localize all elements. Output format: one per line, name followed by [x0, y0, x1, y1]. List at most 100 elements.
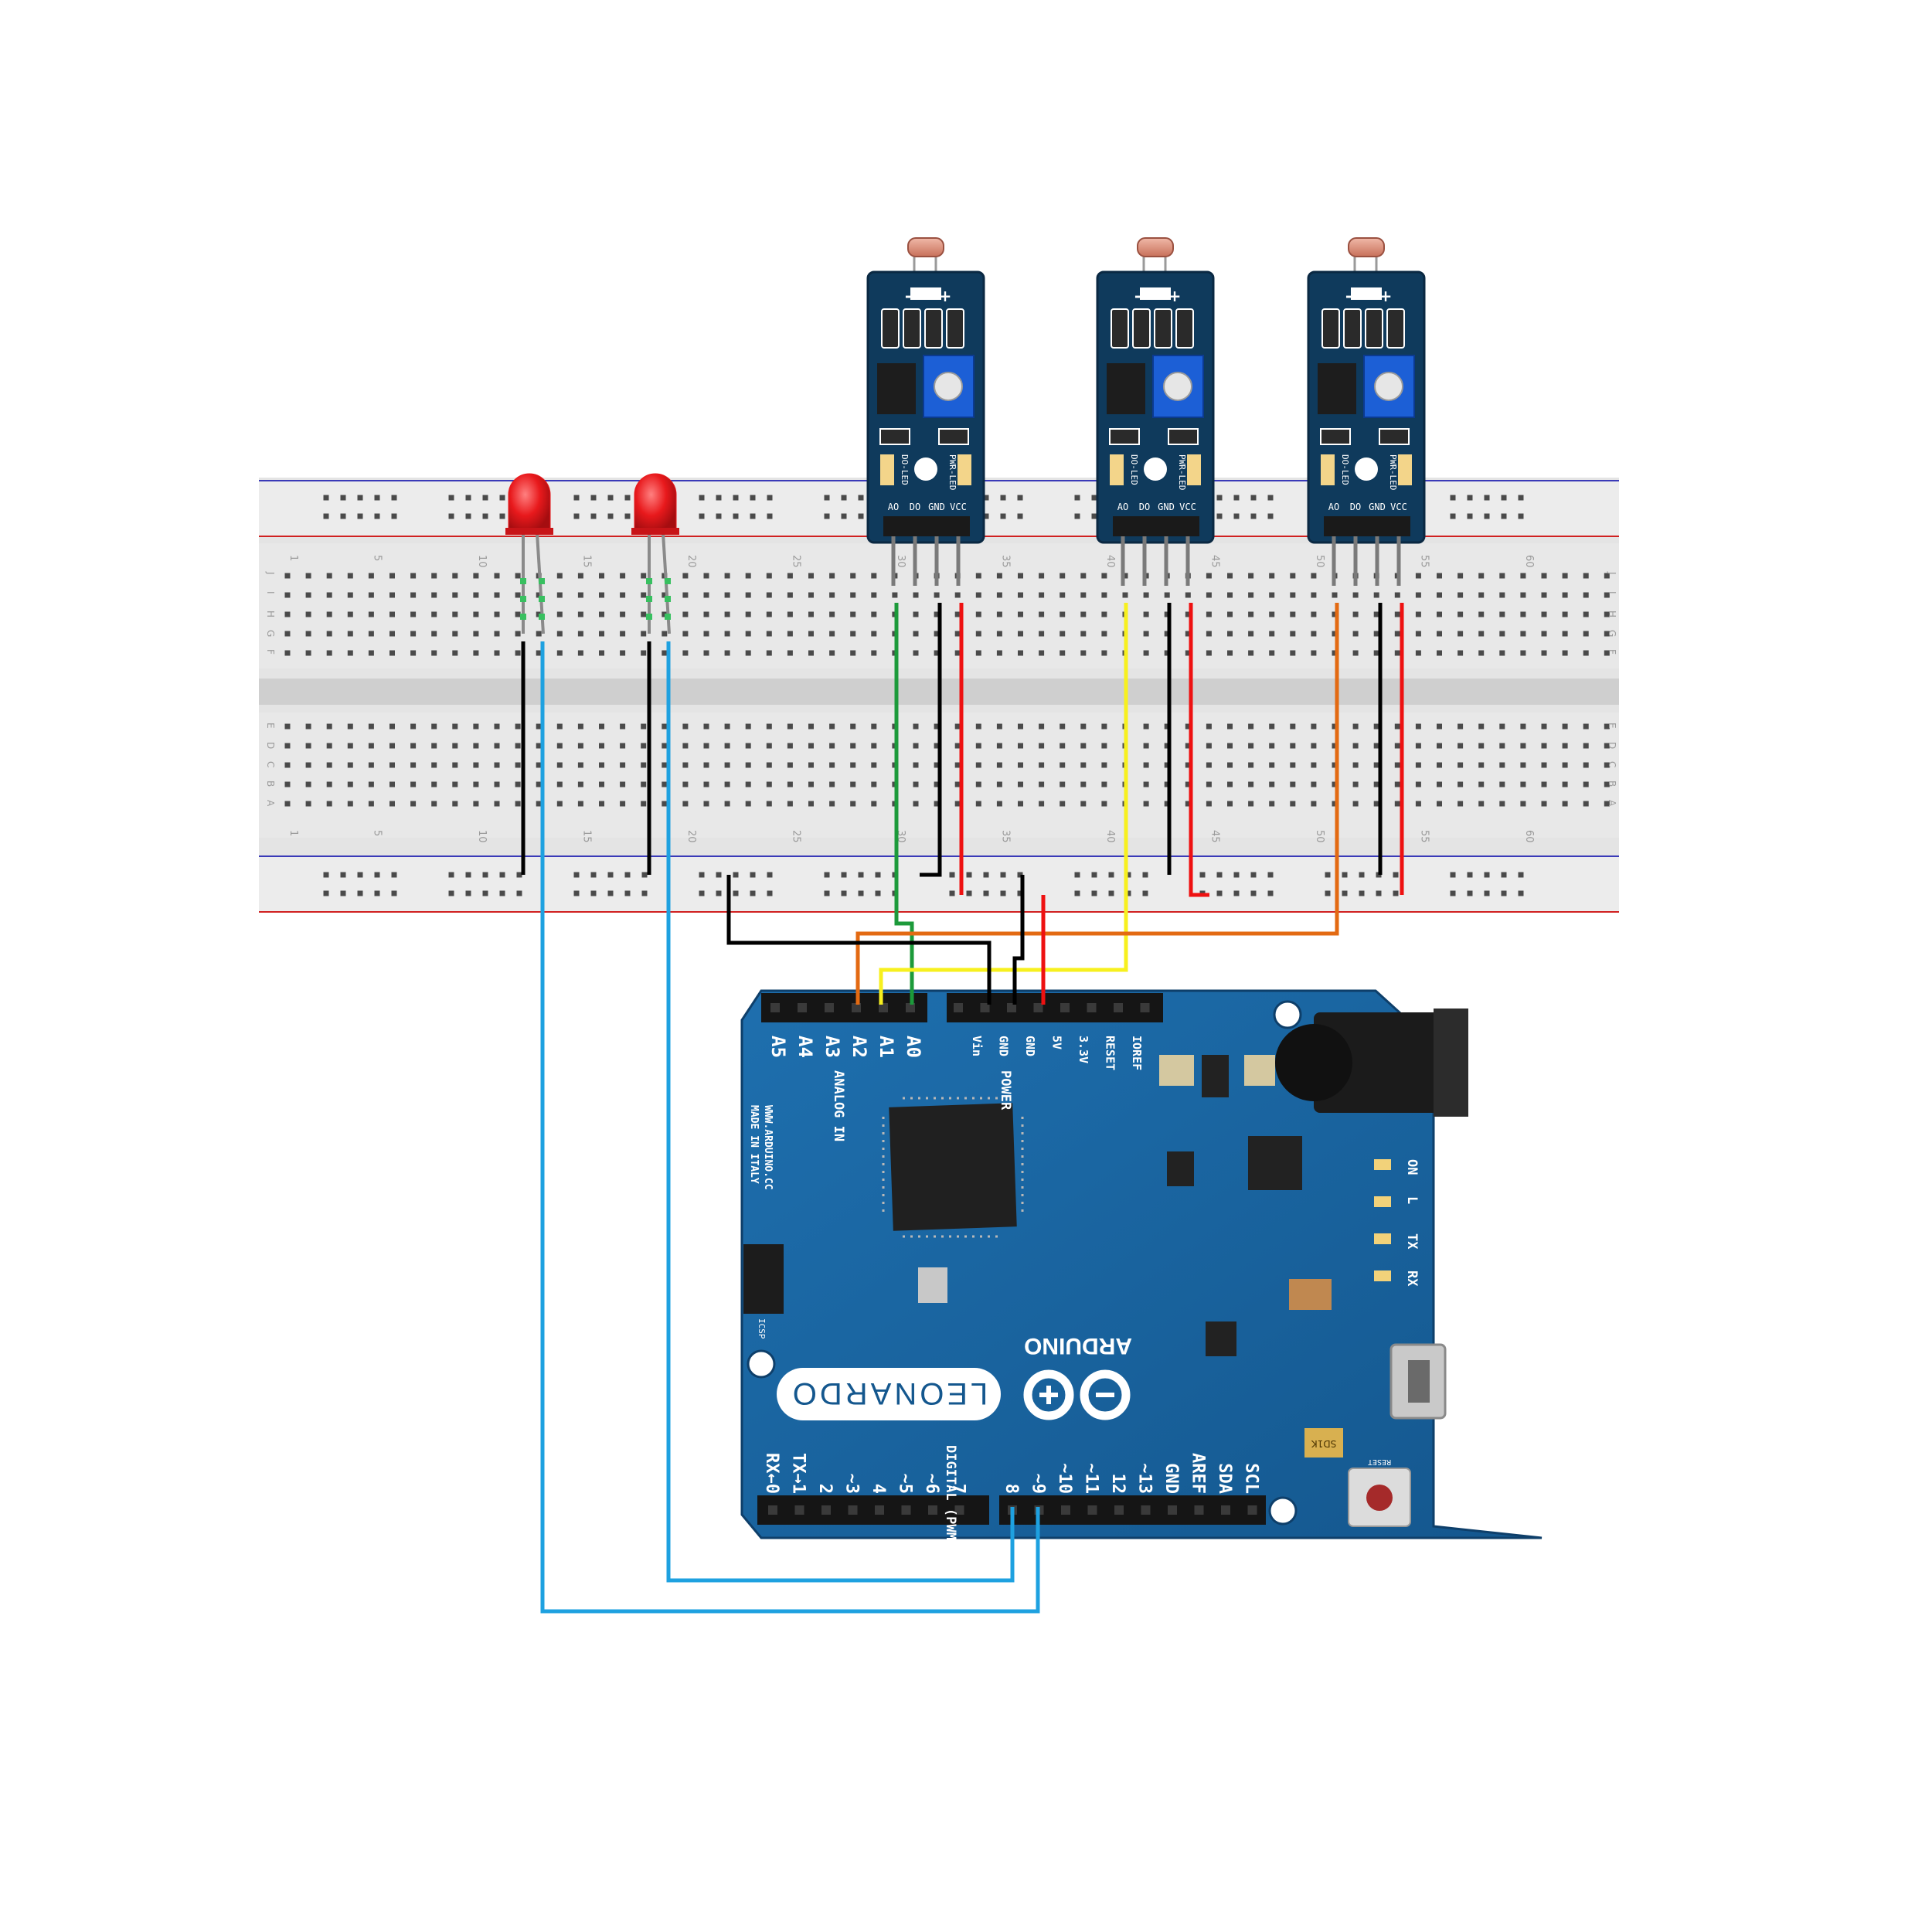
power-pin-label: Vin — [970, 1036, 984, 1056]
made-in-label: MADE IN ITALY — [748, 1105, 760, 1184]
atmega32u4-chip — [889, 1103, 1017, 1231]
power-led-label: PWR-LED — [1177, 454, 1187, 490]
digital-pin-label: GND — [1162, 1463, 1181, 1494]
power-header-strip — [947, 993, 1163, 1022]
potentiometer-knob — [1163, 372, 1192, 401]
reset-label: RESET — [1368, 1458, 1391, 1466]
arduino-logo-icon — [1023, 1369, 1131, 1420]
digital-pin-label: ~13 — [1135, 1463, 1155, 1494]
column-number-top: 45 — [1209, 555, 1220, 568]
photoresistor-icon — [1137, 237, 1174, 257]
led-dome — [634, 473, 677, 534]
voltage-regulator — [1248, 1136, 1302, 1190]
smd-resistor — [924, 308, 943, 349]
smd-led-pad — [1379, 428, 1410, 445]
crystal-oscillator — [1304, 1428, 1343, 1458]
status-led-label: L — [1404, 1196, 1420, 1204]
dc-power-jack — [1314, 1012, 1461, 1113]
module-mounting-hole — [914, 457, 937, 481]
row-letter-left: E — [265, 723, 276, 729]
power-pin-label: GND — [1023, 1036, 1037, 1056]
row-letter-left: A — [265, 800, 276, 807]
led-connection-marker — [520, 578, 526, 584]
row-letter-right: F — [1607, 649, 1617, 655]
digital-pin-label: ~6 — [922, 1474, 941, 1495]
silk-minus: - — [1345, 287, 1352, 305]
module1-analog-wire — [894, 603, 914, 1005]
row-letter-left: F — [265, 649, 276, 655]
power-pin-label: IOREF — [1130, 1036, 1144, 1070]
red-led — [631, 473, 679, 634]
digital-pin-label: 2 — [815, 1484, 835, 1494]
module-pin-label: VCC — [1390, 502, 1407, 512]
module-pin-label: DO — [910, 502, 920, 512]
row-letter-left: H — [265, 611, 276, 617]
status-led-label: RX — [1404, 1270, 1420, 1287]
status-led-label: ON — [1404, 1159, 1420, 1175]
column-number-top: 5 — [371, 555, 383, 561]
row-letter-left: B — [265, 781, 276, 787]
small-ic — [1206, 1321, 1236, 1356]
smd-resistor — [1321, 308, 1340, 349]
power-led — [957, 454, 971, 485]
column-number-top: 35 — [999, 555, 1011, 568]
row-letter-left: I — [265, 591, 276, 594]
smd-resistor — [1175, 308, 1194, 349]
reset-button-cap[interactable] — [1366, 1485, 1393, 1511]
column-number-top: 55 — [1418, 555, 1430, 568]
board-name: LEONARDO — [790, 1376, 988, 1410]
digital-pin-label: 12 — [1108, 1474, 1128, 1495]
smd-resistor — [1365, 308, 1383, 349]
power-pin-label: RESET — [1104, 1036, 1117, 1070]
digital-pin-label: ~9 — [1029, 1474, 1048, 1495]
jumper-wires — [521, 603, 1404, 1614]
digital-pin-label: 8 — [1002, 1484, 1021, 1494]
small-crystal — [918, 1267, 947, 1303]
status-led-rx — [1374, 1270, 1391, 1281]
icsp-label: ICSP — [757, 1318, 767, 1339]
row-letter-left: G — [265, 630, 276, 637]
led-connection-marker — [539, 578, 545, 584]
mounting-hole — [1273, 1000, 1302, 1029]
ldr-socket — [1351, 287, 1382, 300]
signal-led — [1321, 454, 1335, 485]
module-mounting-hole — [1144, 457, 1167, 481]
column-number-bottom: 1 — [287, 830, 299, 836]
photoresistor-icon — [907, 237, 944, 257]
led-dome — [508, 473, 551, 534]
mosfet — [1167, 1151, 1194, 1186]
signal-led — [1110, 454, 1124, 485]
silk-minus: - — [905, 287, 911, 305]
mounting-hole — [747, 1349, 776, 1379]
led-connection-marker — [665, 596, 671, 602]
row-letter-right: H — [1607, 611, 1617, 617]
potentiometer-knob — [934, 372, 963, 401]
module-pin-label: AO — [1117, 502, 1128, 512]
smd-resistor — [903, 308, 921, 349]
row-letter-right: C — [1607, 761, 1617, 767]
module-pin-label: GND — [1369, 502, 1386, 512]
column-number-top: 1 — [287, 555, 299, 561]
module-pin-label: DO — [1139, 502, 1150, 512]
row-letter-left: D — [265, 742, 276, 749]
led-connection-marker — [646, 578, 652, 584]
usb-opening — [1408, 1360, 1430, 1403]
website-label: WWW.ARDUINO.CC — [762, 1105, 774, 1190]
smd-led-pad — [1320, 428, 1351, 445]
smd-resistor — [1111, 308, 1129, 349]
smd-led-pad — [1168, 428, 1199, 445]
row-letter-right: D — [1607, 742, 1617, 749]
smd-resistor — [1386, 308, 1405, 349]
signal-led-label: DO-LED — [900, 454, 910, 485]
module-mounting-hole — [1355, 457, 1378, 481]
row-letter-left: C — [265, 761, 276, 767]
smd-resistor — [881, 308, 900, 349]
column-number-bottom: 35 — [999, 830, 1011, 843]
silk-plus: + — [1379, 287, 1393, 305]
column-number-bottom: 50 — [1314, 830, 1325, 843]
led-rim — [631, 528, 679, 535]
